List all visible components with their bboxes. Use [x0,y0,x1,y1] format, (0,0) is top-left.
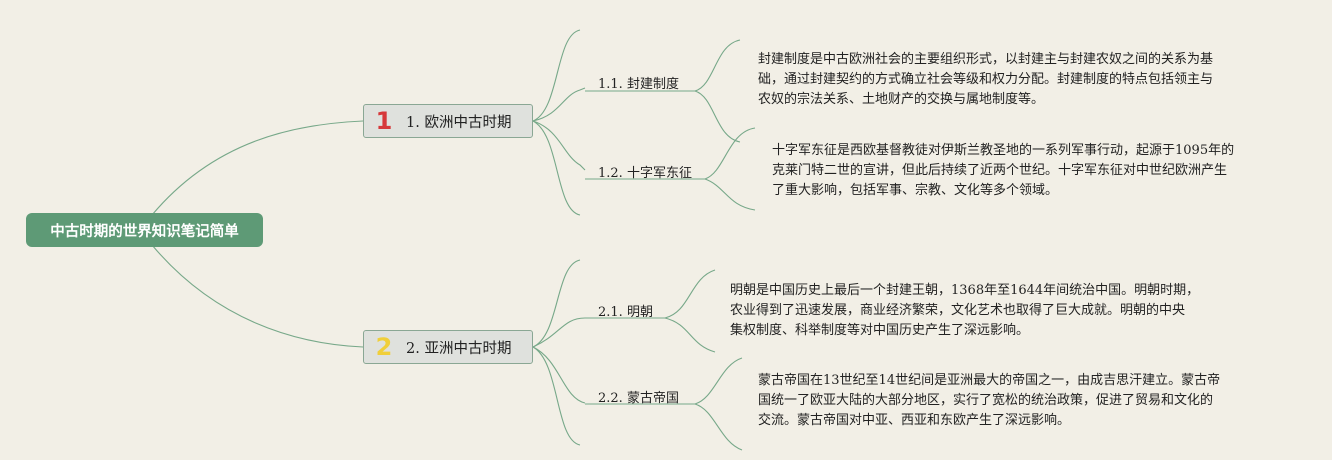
subtopic-label: 1.1. 封建制度 [598,77,679,92]
description-line: 蒙古帝国在13世纪至14世纪间是亚洲最大的帝国之一，由成吉思汗建立。蒙古帝 [758,373,1221,388]
connector-branch2-sub1-stem [532,259,581,348]
subtopic-feudalism[interactable]: 1.1. 封建制度 [598,73,679,92]
description-line: 明朝是中国历史上最后一个封建王朝，1368年至1644年间统治中国。明朝时期， [730,283,1200,298]
description-feudalism: 封建制度是中古欧洲社会的主要组织形式，以封建主与封建农奴之间的关系为基 础，通过… [758,50,1213,110]
description-line: 国统一了欧亚大陆的大部分地区，实行了宽松的统治政策，促进了贸易和文化的 [758,393,1214,408]
bracket-desc-1-2 [704,127,756,211]
branch-label: 1. 欧洲中古时期 [406,114,512,131]
description-line: 克莱门特二世的宣讲，但此后持续了近两个世纪。十字军东征对中世纪欧洲产生 [772,163,1228,178]
description-crusades: 十字军东征是西欧基督教徒对伊斯兰教圣地的一系列军事行动，起源于1095年的 克莱… [772,141,1234,201]
description-line: 础，通过封建契约的方式确立社会等级和权力分配。封建制度的特点包括领主与 [758,72,1214,87]
bracket-desc-2-1 [664,269,716,353]
subtopic-label: 1.2. 十字军东征 [598,166,692,181]
connector-branch2-sub1 [532,317,586,348]
subtopic-ming-dynasty[interactable]: 2.1. 明朝 [598,301,653,320]
description-line: 交流。蒙古帝国对中亚、西亚和东欧产生了深远影响。 [758,413,1071,428]
branch-node-europe[interactable]: 1 1. 欧洲中古时期 [363,104,533,138]
branch-number-badge: 1 [375,107,393,135]
connector-root-branch-1 [151,120,364,216]
description-line: 集权制度、科举制度等对中国历史产生了深远影响。 [730,323,1030,338]
subtopic-label: 2.2. 蒙古帝国 [598,391,679,406]
connector-branch1-sub1 [532,87,586,122]
connector-branch1-sub1-stem [532,29,581,122]
description-mongol-empire: 蒙古帝国在13世纪至14世纪间是亚洲最大的帝国之一，由成吉思汗建立。蒙古帝 国统… [758,371,1220,431]
connector-branch1-sub2 [532,120,586,171]
description-line: 封建制度是中古欧洲社会的主要组织形式，以封建主与封建农奴之间的关系为基 [758,52,1214,67]
branch-number-badge: 2 [375,333,393,361]
connector-root-branch-2 [151,244,364,348]
description-line: 农奴的宗法关系、土地财产的交换与属地制度等。 [758,92,1045,107]
bracket-desc-2-2 [694,357,743,451]
root-node-label: 中古时期的世界知识笔记简单 [50,223,239,240]
connector-branch2-sub2-stem [532,346,581,446]
branch-node-asia[interactable]: 2 2. 亚洲中古时期 [363,330,533,364]
bracket-desc-1-1 [694,39,741,143]
branch-label: 2. 亚洲中古时期 [406,340,512,357]
connector-branch1-sub2-stem [532,120,581,216]
description-ming-dynasty: 明朝是中国历史上最后一个封建王朝，1368年至1644年间统治中国。明朝时期， … [730,281,1199,341]
connector-branch2-sub2 [532,346,586,404]
description-line: 农业得到了迅速发展，商业经济繁荣，文化艺术也取得了巨大成就。明朝的中央 [730,303,1186,318]
subtopic-label: 2.1. 明朝 [598,305,653,320]
subtopic-mongol-empire[interactable]: 2.2. 蒙古帝国 [598,387,679,406]
subtopic-crusades[interactable]: 1.2. 十字军东征 [598,162,692,181]
root-node[interactable]: 中古时期的世界知识笔记简单 [26,213,263,247]
description-line: 十字军东征是西欧基督教徒对伊斯兰教圣地的一系列军事行动，起源于1095年的 [772,143,1235,158]
description-line: 了重大影响，包括军事、宗教、文化等多个领域。 [772,183,1059,198]
